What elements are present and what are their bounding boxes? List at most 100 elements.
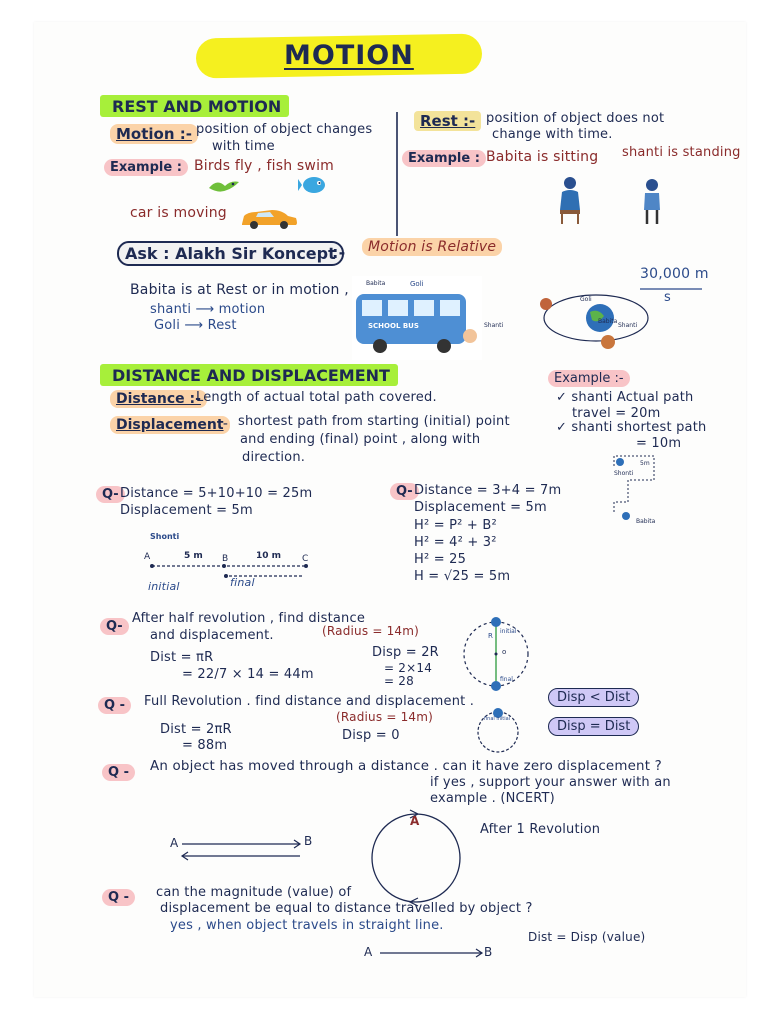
bus-label-goli: Goli <box>410 280 424 288</box>
goli-line: Goli ⟶ Rest <box>154 318 237 333</box>
distance-label: Distance :- <box>110 390 207 408</box>
q6-point-b: B <box>484 945 493 959</box>
q3-radius: (Radius = 14m) <box>322 624 420 638</box>
rest-label: Rest :- <box>414 111 482 131</box>
q1-tag: Q- <box>96 486 125 503</box>
distance-definition: Length of actual total path covered. <box>196 390 437 405</box>
page-title: MOTION <box>284 40 414 71</box>
q2-tag: Q- <box>390 483 419 500</box>
motion-definition-2: with time <box>212 139 275 154</box>
q2-line-6: H = √25 = 5m <box>414 569 511 584</box>
displacement-label: Displacement <box>110 416 230 434</box>
speed-fraction-line <box>640 288 702 290</box>
shanti-path-figure <box>613 455 655 520</box>
q5-tag: Q - <box>102 764 135 781</box>
distance-displacement-heading: DISTANCE AND DISPLACEMENT <box>100 364 398 386</box>
q3-question-2: and displacement. <box>150 628 274 643</box>
q5-after-revolution: After 1 Revolution <box>480 822 601 837</box>
q1-segment-1: 5 m <box>184 551 203 561</box>
bus-label-babita: Babita <box>366 280 386 287</box>
q6-answer: yes , when object travels in straight li… <box>170 918 444 933</box>
displacement-suffix: :- <box>218 416 229 432</box>
q5-question-3: example . (NCERT) <box>430 791 555 806</box>
school-bus-illustration <box>352 276 482 360</box>
q3-disp-3: = 28 <box>384 674 414 688</box>
q1-line-figure <box>150 564 308 578</box>
q1-line-2: Displacement = 5m <box>120 503 253 518</box>
ask-alakh-label: Ask : Alakh Sir Koncept <box>117 241 344 266</box>
dd-example-1: ✓ shanti Actual path <box>556 390 694 405</box>
path-label-babita: Babita <box>636 518 656 525</box>
q3-circle-final: final <box>500 676 513 683</box>
bus-label-shanti: Shanti <box>484 322 504 329</box>
q2-line-4: H² = 4² + 3² <box>414 535 497 550</box>
q3-question-1: After half revolution , find distance <box>132 611 366 626</box>
q6-question-1: can the magnitude (value) of <box>156 885 352 900</box>
motion-definition-1: position of object changes <box>196 122 373 137</box>
q1-final: final <box>230 576 255 589</box>
fish-icon <box>298 177 325 193</box>
q3-circle-initial: initial <box>500 628 517 635</box>
q1-segment-2: 10 m <box>256 551 282 561</box>
q4-tag: Q - <box>98 697 131 714</box>
q4-full-circle-figure <box>477 708 519 753</box>
ask-suffix: :- <box>332 243 346 262</box>
q4-dist-2: = 88m <box>182 738 228 753</box>
q5-point-b: B <box>304 834 313 848</box>
q1-figure-name: Shonti <box>150 532 180 541</box>
bus-text: SCHOOL BUS <box>368 322 419 330</box>
q1-point-c: C <box>302 554 309 564</box>
bird-icon <box>209 181 239 192</box>
sitting-girl-icon <box>560 177 580 224</box>
orbit-label-goli: Goli <box>580 296 592 303</box>
shanti-line: shanti ⟶ motion <box>150 302 266 317</box>
q1-point-b: B <box>222 554 229 564</box>
rest-example-1: Babita is sitting <box>486 149 599 165</box>
car-icon <box>242 210 297 229</box>
motion-example-label: Example : <box>104 159 188 176</box>
q6-note: Dist = Disp (value) <box>528 930 646 944</box>
standing-girl-icon <box>644 179 660 224</box>
babita-question: Babita is at Rest or in motion , <box>130 282 349 298</box>
q2-line-2: Displacement = 5m <box>414 500 547 515</box>
motion-relative: Motion is Relative <box>362 238 503 256</box>
path-label-shanti: Shonti <box>614 470 634 477</box>
q1-point-a: A <box>144 552 151 562</box>
q5-question-2: if yes , support your answer with an <box>430 775 671 790</box>
motion-example-2: car is moving <box>130 205 227 221</box>
path-label-5m: 5m <box>640 460 650 467</box>
displacement-definition-1: shortest path from starting (initial) po… <box>238 414 510 429</box>
q3-circle-r: R <box>488 632 493 640</box>
q6-question-2: displacement be equal to distance travel… <box>160 901 533 916</box>
q2-line-1: Distance = 3+4 = 7m <box>414 483 562 498</box>
q4-circle-label: final initial <box>484 716 511 722</box>
speed-value: 30,000 m <box>640 266 709 282</box>
q1-initial: initial <box>148 580 180 593</box>
motion-example-1: Birds fly , fish swim <box>194 158 334 174</box>
rest-motion-heading: REST AND MOTION <box>100 95 290 117</box>
q6-arrow-figure <box>380 948 484 958</box>
q4-disp: Disp = 0 <box>342 728 400 743</box>
q3-tag: Q- <box>100 618 129 635</box>
displacement-definition-2: and ending (final) point , along with <box>240 432 481 447</box>
q6-point-a: A <box>364 945 373 959</box>
displacement-definition-3: direction. <box>242 450 306 465</box>
q2-line-5: H² = 25 <box>414 552 467 567</box>
q5-circle-figure <box>371 809 461 907</box>
dd-example-3: ✓ shanti shortest path <box>556 420 707 435</box>
q3-half-circle-figure <box>463 617 529 691</box>
rest-example-label: Example : <box>402 150 486 167</box>
notes-page <box>34 22 746 997</box>
q2-line-3: H² = P² + B² <box>414 518 497 533</box>
q5-point-a: A <box>170 836 179 850</box>
q3-dist-2: = 22/7 × 14 = 44m <box>182 667 314 682</box>
rest-example-2: shanti is standing <box>622 145 741 160</box>
q4-question: Full Revolution . find distance and disp… <box>144 694 475 709</box>
q3-dist-1: Dist = πR <box>150 650 214 665</box>
q5-arrows-figure <box>180 839 302 861</box>
dd-example-label: Example :- <box>548 370 630 387</box>
q4-radius: (Radius = 14m) <box>336 710 434 724</box>
orbit-label-shanti: Shanti <box>618 322 638 329</box>
badge-disp-eq-dist: Disp = Dist <box>548 717 640 736</box>
dd-example-2: travel = 20m <box>572 406 661 421</box>
